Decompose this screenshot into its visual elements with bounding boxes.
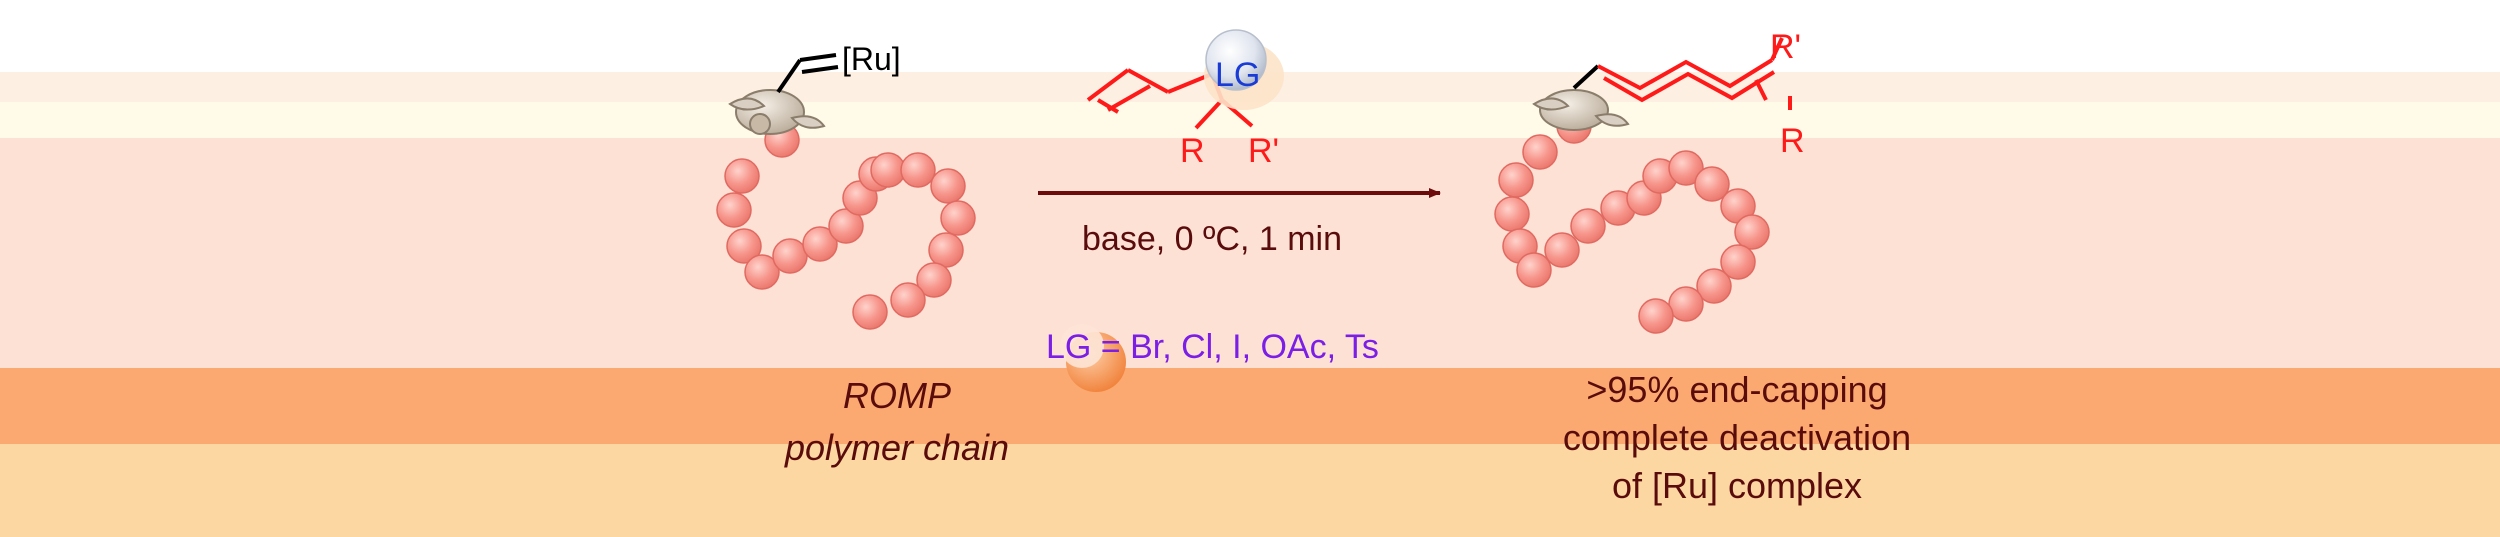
background-band-pink	[0, 138, 2500, 368]
reagent-r-label: R	[1180, 132, 1205, 170]
polymer-bead	[1668, 286, 1704, 322]
reaction-conditions: base, 0 ºC, 1 min	[1082, 220, 1342, 258]
polymer-bead	[1516, 252, 1552, 288]
polymer-bead	[852, 294, 888, 330]
product-r-prime-label: R'	[1770, 28, 1801, 66]
polymer-bead	[1638, 298, 1674, 334]
polymer-bead	[1570, 208, 1606, 244]
background-band-orange	[0, 368, 2500, 444]
polymer-bead	[1544, 232, 1580, 268]
lg-options-label: LG = Br, Cl, I, OAc, Ts	[1046, 328, 1379, 366]
polymer-bead	[1668, 150, 1704, 186]
reactant-alkylidene-bond	[776, 53, 839, 94]
reactant-polymer-chain	[716, 122, 976, 330]
polymer-bead	[930, 168, 966, 204]
product-ligand-icon	[1532, 89, 1630, 131]
polymer-bead	[1694, 166, 1730, 202]
polymer-bead	[726, 228, 762, 264]
lg-options-sphere-icon	[1060, 324, 1126, 392]
polymer-bead	[828, 208, 864, 244]
product-caption-deactivation: complete deactivation	[1563, 417, 1911, 458]
product-polymer-chain	[1494, 108, 1770, 334]
polymer-bead	[1494, 196, 1530, 232]
leaving-group-sphere-icon	[1204, 29, 1284, 110]
polymer-bead	[716, 192, 752, 228]
polymer-bead	[890, 282, 926, 318]
ruthenium-label: [Ru]	[842, 41, 901, 77]
polymer-bead	[802, 226, 838, 262]
background-band-peach	[0, 444, 2500, 537]
ruthenium-ligand-icon	[728, 89, 826, 135]
polymer-bead	[1522, 134, 1558, 170]
reactant-caption-polymer-chain: polymer chain	[784, 427, 1009, 468]
product-end-cap	[1572, 37, 1792, 110]
polymer-bead	[1720, 244, 1756, 280]
polymer-bead	[928, 232, 964, 268]
polymer-bead	[940, 200, 976, 236]
polymer-bead	[870, 152, 906, 188]
product-caption-end-capping: >95% end-capping	[1586, 369, 1887, 410]
polymer-bead	[900, 152, 936, 188]
reactant-caption-romp: ROMP	[843, 375, 951, 416]
leaving-group-label: LG	[1215, 56, 1260, 94]
polymer-bead	[744, 254, 780, 290]
polymer-bead	[772, 238, 808, 274]
polymer-bead	[724, 158, 760, 194]
polymer-bead	[1734, 214, 1770, 250]
polymer-bead	[1696, 268, 1732, 304]
product-r-label: R	[1780, 122, 1805, 160]
polymer-bead	[1498, 162, 1534, 198]
reagent-r-prime-label: R'	[1248, 132, 1279, 170]
polymer-bead	[916, 262, 952, 298]
product-caption-ru-complex: of [Ru] complex	[1612, 465, 1862, 506]
